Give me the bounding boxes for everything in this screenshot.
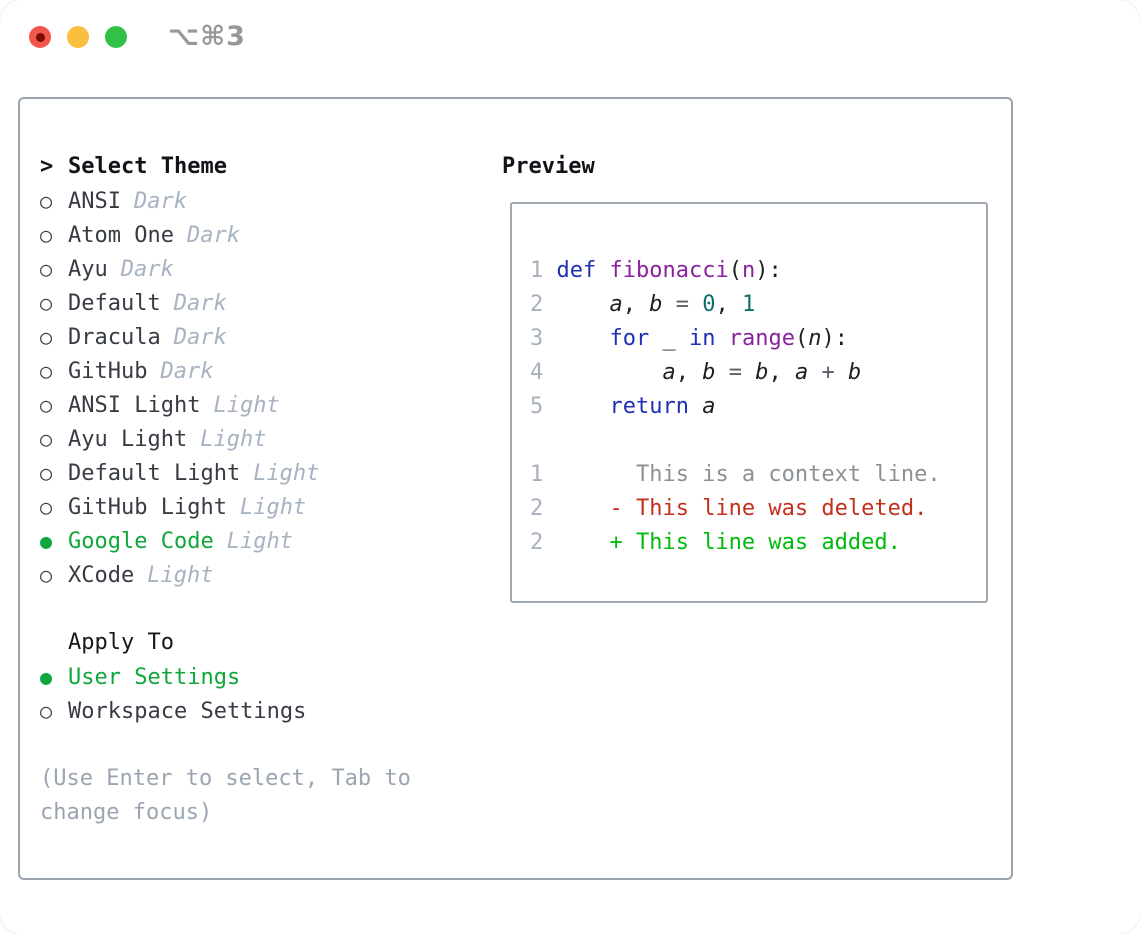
theme-option-default-light-light[interactable]: ○ Default Light Light (40, 456, 480, 490)
line-number: 5 (530, 394, 544, 419)
window-title: ⌥⌘3 (168, 21, 246, 52)
theme-variant-label: Dark (133, 189, 187, 214)
theme-name: Default (68, 291, 161, 316)
theme-variant-label: Dark (173, 291, 227, 316)
focus-prompt-icon: > (40, 154, 54, 179)
theme-option-github-light-light[interactable]: ○ GitHub Light Light (40, 490, 480, 524)
select-theme-header: Select Theme (68, 154, 227, 179)
apply-option-label: Workspace Settings (68, 699, 307, 724)
apply-to-header-row: Apply To (40, 626, 480, 660)
apply-to-header: Apply To (68, 630, 174, 655)
diff-line-context: 1 This is a context line. (530, 462, 941, 487)
titlebar: ⌥⌘3 (0, 0, 1140, 75)
radio-icon: ○ (40, 461, 53, 485)
preview-box: 1 def fibonacci(n): 2 a, b = 0, 1 3 for _ … (510, 202, 988, 603)
theme-option-default-dark[interactable]: ○ Default Dark (40, 286, 480, 320)
theme-option-google-code-light[interactable]: ● Google Code Light (40, 524, 480, 558)
code-line: 5 return a (530, 394, 716, 419)
preview-header: Preview (502, 154, 595, 179)
radio-icon: ○ (40, 325, 53, 349)
theme-option-ansi-dark[interactable]: ○ ANSI Dark (40, 184, 480, 218)
theme-option-ayu-dark[interactable]: ○ Ayu Dark (40, 252, 480, 286)
theme-name: ANSI Light (68, 393, 201, 418)
apply-option-user-settings[interactable]: ● User Settings (40, 660, 480, 694)
line-number: 2 (530, 530, 544, 555)
theme-variant-label: Light (200, 427, 267, 452)
radio-icon: ○ (40, 699, 53, 723)
theme-name: Dracula (68, 325, 161, 350)
code-line: 3 for _ in range(n): (530, 326, 848, 351)
radio-icon: ○ (40, 495, 53, 519)
line-number: 1 (530, 258, 544, 283)
spacer (40, 728, 480, 762)
code-preview: 1 def fibonacci(n): 2 a, b = 0, 1 3 for _ … (512, 204, 986, 560)
theme-name: Ayu (68, 257, 108, 282)
apply-to-list: ● User Settings ○ Workspace Settings (40, 660, 480, 728)
theme-name: GitHub (68, 359, 148, 384)
theme-option-ansi-light-light[interactable]: ○ ANSI Light Light (40, 388, 480, 422)
radio-icon: ○ (40, 189, 53, 213)
spacer (40, 592, 480, 626)
hint-text: (Use Enter to select, Tab to change focu… (40, 766, 411, 825)
theme-name: Atom One (68, 223, 174, 248)
diff-line-deleted: 2 - This line was deleted. (530, 496, 928, 521)
theme-option-ayu-light-light[interactable]: ○ Ayu Light Light (40, 422, 480, 456)
theme-option-github-dark[interactable]: ○ GitHub Dark (40, 354, 480, 388)
radio-icon: ○ (40, 563, 53, 587)
select-theme-header-row: > Select Theme (40, 150, 480, 184)
theme-variant-label: Light (239, 495, 307, 520)
theme-name: Ayu Light (68, 427, 188, 452)
radio-icon: ○ (40, 427, 53, 451)
theme-variant-label: Light (147, 563, 214, 588)
radio-selected-icon: ● (40, 665, 53, 689)
theme-variant-label: Dark (160, 359, 214, 384)
close-button[interactable] (29, 26, 51, 48)
theme-name: XCode (68, 563, 135, 588)
minimize-button[interactable] (67, 26, 89, 48)
theme-name: Google Code (68, 529, 214, 554)
theme-name: GitHub Light (68, 495, 227, 520)
line-number: 2 (530, 496, 544, 521)
line-number: 1 (530, 462, 544, 487)
close-dot-icon (35, 32, 45, 42)
apply-option-label: User Settings (68, 665, 241, 690)
radio-icon: ○ (40, 393, 53, 417)
theme-variant-label: Dark (186, 223, 240, 248)
theme-option-dracula-dark[interactable]: ○ Dracula Dark (40, 320, 480, 354)
theme-variant-label: Light (213, 393, 280, 418)
code-line: 1 def fibonacci(n): (530, 258, 782, 283)
radio-selected-icon: ● (40, 529, 53, 553)
blank-line (530, 424, 986, 458)
theme-variant-label: Light (226, 529, 293, 554)
theme-variant-label: Dark (120, 257, 174, 282)
radio-icon: ○ (40, 291, 53, 315)
apply-option-workspace-settings[interactable]: ○ Workspace Settings (40, 694, 480, 728)
radio-icon: ○ (40, 257, 53, 281)
radio-icon: ○ (40, 359, 53, 383)
radio-icon: ○ (40, 223, 53, 247)
code-line: 2 a, b = 0, 1 (530, 292, 756, 317)
line-number: 2 (530, 292, 544, 317)
diff-line-added: 2 + This line was added. (530, 530, 901, 555)
theme-variant-label: Light (253, 461, 320, 486)
theme-name: Default Light (68, 461, 241, 486)
line-number: 3 (530, 326, 544, 351)
line-number: 4 (530, 360, 544, 385)
theme-name: ANSI (68, 189, 121, 214)
zoom-button[interactable] (105, 26, 127, 48)
theme-option-xcode-light[interactable]: ○ XCode Light (40, 558, 480, 592)
theme-variant-label: Dark (173, 325, 227, 350)
theme-option-atom-one-dark[interactable]: ○ Atom One Dark (40, 218, 480, 252)
code-line: 4 a, b = b, a + b (530, 360, 862, 385)
